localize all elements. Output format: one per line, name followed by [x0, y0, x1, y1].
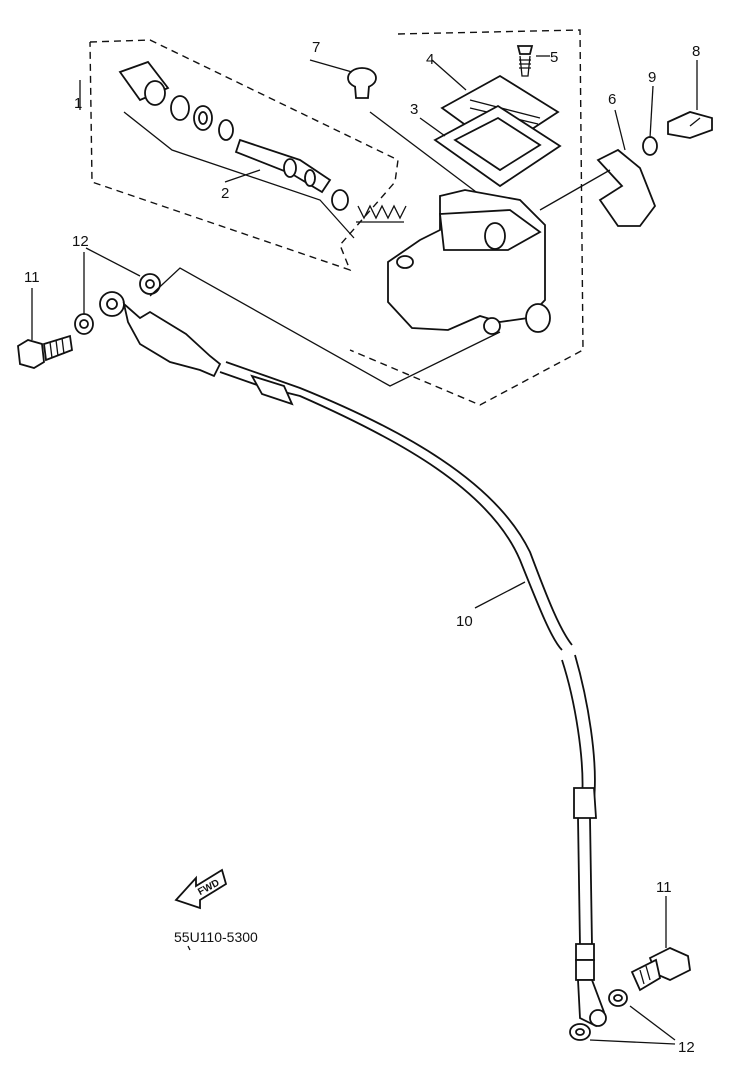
washer-seal [193, 105, 213, 131]
label-part-11-bottom: 11 [656, 879, 672, 896]
piston-rod [234, 138, 332, 194]
front-direction-arrow: FWD [174, 868, 228, 910]
label-part-6: 6 [608, 91, 616, 108]
leader-clamp [539, 169, 611, 211]
label-part-12-bottom: 12 [678, 1039, 695, 1056]
assembly-outline-2 [349, 29, 584, 406]
o-ring [218, 119, 234, 141]
label-part-1: 1 [74, 95, 82, 112]
label-part-10: 10 [456, 613, 473, 630]
return-spring [356, 204, 407, 223]
upper-washer-2 [139, 273, 161, 295]
piston-end-cup [331, 189, 349, 211]
handlebar-clamp [596, 148, 657, 227]
upper-washer-1 [74, 313, 94, 335]
leader-banjo-upper [149, 267, 501, 387]
upper-bolt [17, 334, 73, 369]
label-part-4: 4 [426, 51, 434, 68]
lower-washer-2 [608, 989, 628, 1007]
label-part-9: 9 [648, 69, 656, 86]
lower-washer-1 [569, 1023, 591, 1041]
dust-cap [347, 67, 377, 99]
label-part-7: 7 [312, 39, 320, 56]
lid-screw [516, 45, 534, 77]
circlip [170, 95, 190, 121]
assembly-outline-1 [89, 39, 399, 272]
clamp-bolt [667, 111, 713, 139]
upper-banjo-fitting [99, 291, 222, 378]
label-part-5: 5 [550, 49, 558, 66]
clamp-washer [642, 136, 658, 156]
diaphragm [433, 104, 562, 188]
label-part-11-top: 11 [24, 269, 40, 286]
label-part-8: 8 [692, 43, 700, 60]
callout-leaders [31, 55, 698, 1045]
label-part-12-top: 12 [72, 233, 89, 250]
brake-hose [219, 361, 597, 981]
label-part-3: 3 [410, 101, 418, 118]
label-part-2: 2 [221, 185, 229, 202]
lower-banjo-fitting [577, 979, 607, 1028]
leader-p2 [224, 169, 261, 183]
piston-cup [118, 60, 170, 106]
master-cylinder-body [387, 189, 551, 335]
diagram-part-code: 55U110-5300 [174, 929, 258, 945]
lower-bolt [630, 947, 691, 992]
